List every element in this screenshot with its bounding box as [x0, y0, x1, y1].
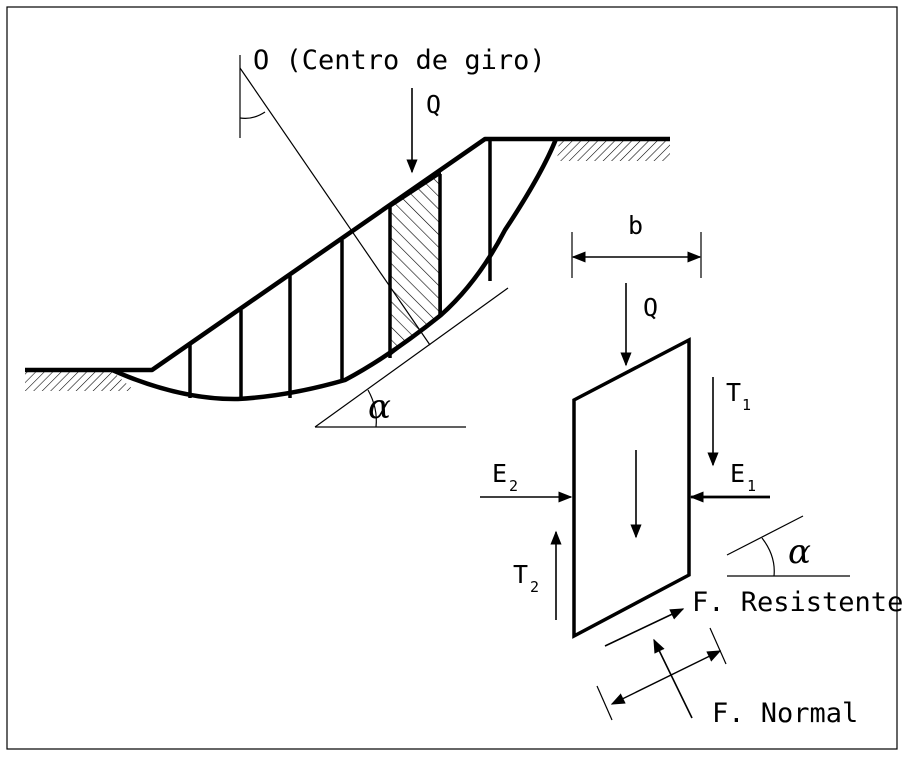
center-angle-arc	[239, 111, 266, 119]
t2-letter: T	[513, 560, 528, 589]
slice-lines	[188, 140, 492, 399]
e1-label: E 1	[730, 459, 756, 495]
slice-body	[572, 337, 691, 639]
figure-frame	[6, 6, 898, 750]
slice-free-body	[480, 232, 850, 721]
center-label: O (Centro de giro)	[253, 45, 546, 76]
e2-letter: E	[492, 459, 507, 488]
tangent-line	[314, 287, 509, 428]
ground-hatch-right	[557, 141, 670, 161]
e1-subscript: 1	[747, 477, 756, 495]
normal-dimension-arrow	[610, 650, 722, 705]
alpha-slope-label: α	[368, 387, 391, 427]
alpha-base-label: α	[788, 532, 811, 572]
normal-label: F. Normal	[712, 698, 858, 729]
normal-arrow	[653, 638, 693, 719]
normal-extension-right	[709, 627, 727, 665]
b-label: b	[628, 211, 643, 240]
resistente-label: F. Resistente	[692, 587, 903, 618]
q-label-slope: Q	[426, 90, 441, 119]
e1-letter: E	[730, 459, 745, 488]
slope-section	[25, 55, 670, 428]
t1-subscript: 1	[742, 396, 751, 414]
e2-subscript: 2	[509, 477, 518, 495]
ground-hatch-left	[25, 371, 135, 391]
t1-letter: T	[726, 378, 741, 407]
q-label-slice: Q	[643, 293, 658, 322]
t2-subscript: 2	[530, 578, 539, 596]
radius-line	[239, 67, 431, 346]
alpha-inclined-line	[726, 515, 804, 556]
resistente-arrow	[604, 608, 685, 647]
failure-surface	[111, 138, 559, 402]
t2-label: T 2	[513, 560, 539, 596]
alpha-arc	[761, 537, 775, 577]
t1-label: T 1	[726, 378, 751, 414]
slope-surface	[25, 136, 670, 373]
e2-label: E 2	[492, 459, 518, 495]
slope-angle-arc	[367, 389, 377, 428]
normal-extension-left	[596, 685, 613, 721]
